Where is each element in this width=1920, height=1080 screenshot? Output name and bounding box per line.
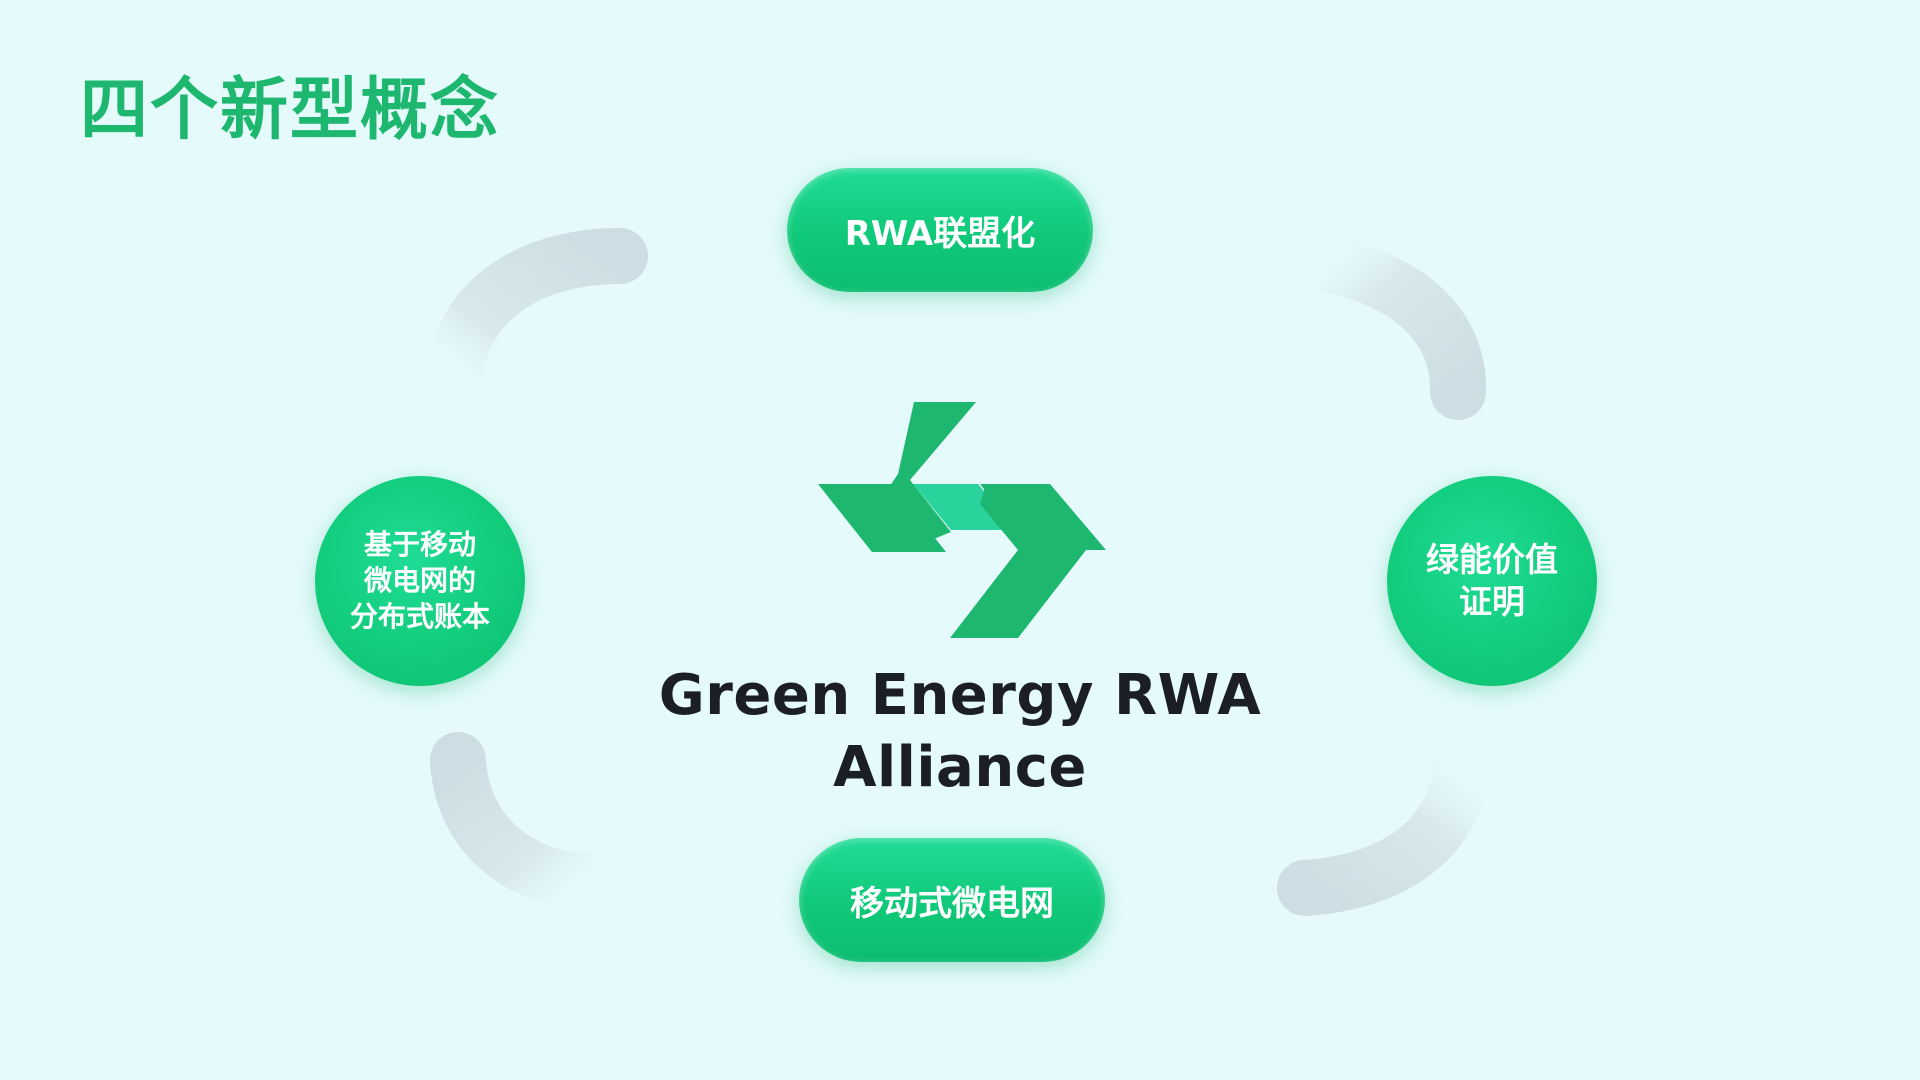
logo-shape-left <box>823 402 976 542</box>
page-title: 四个新型概念 <box>80 71 501 150</box>
concept-green-energy-proof: 绿能价值 证明 <box>1387 476 1597 686</box>
logo-shape-right-fill <box>980 484 1102 550</box>
alliance-logo-icon <box>818 402 1106 638</box>
arc-bottom-right <box>1277 732 1490 916</box>
arc-top-right <box>1282 234 1486 420</box>
concept-distributed-ledger: 基于移动 微电网的 分布式账本 <box>315 476 525 686</box>
concept-rwa-alliance: RWA联盟化 <box>787 168 1093 292</box>
arc-bottom-left <box>430 732 628 911</box>
logo-shape-left-fill <box>818 484 946 552</box>
concept-green-energy-proof-label: 绿能价值 证明 <box>1426 540 1558 621</box>
concept-mobile-microgrid: 移动式微电网 <box>799 838 1105 962</box>
concept-mobile-microgrid-label: 移动式微电网 <box>850 883 1054 924</box>
arc-top-left <box>427 228 648 406</box>
logo-shape-center <box>913 484 1016 530</box>
concept-distributed-ledger-label: 基于移动 微电网的 分布式账本 <box>349 528 490 633</box>
concept-rwa-alliance-label: RWA联盟化 <box>844 213 1036 254</box>
brand-name: Green Energy RWA Alliance <box>658 663 1262 800</box>
